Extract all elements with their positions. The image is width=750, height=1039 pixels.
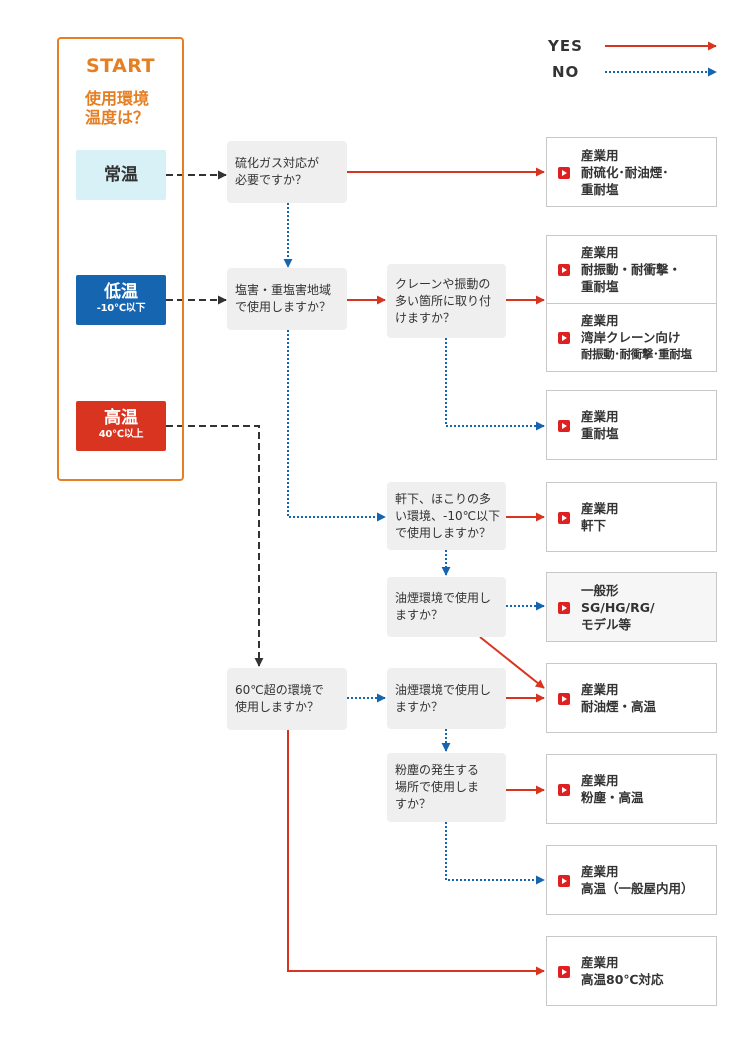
arrow-high-q6 [166,425,264,667]
play-icon [558,332,570,344]
play-icon [558,512,570,524]
question-salt-damage: 塩害・重塩害地域 で使用しますか？ [227,268,347,330]
question-line: 必要ですか？ [235,173,308,187]
play-icon [558,875,570,887]
result-heavy-salt[interactable]: 産業用 重耐塩 [546,390,717,460]
temp-high-label: 高温 [104,408,138,428]
result-line: 重耐塩 [581,181,619,197]
question-line: 油煙環境で使用し [395,682,492,697]
result-eaves[interactable]: 産業用 軒下 [546,482,717,552]
question-oil-smoke-1: 油煙環境で使用し ますか？ [387,577,506,637]
question-eaves-dust: 軒下、ほこりの多 い環境、-10℃以下 で使用しますか？ [387,482,506,550]
play-icon [558,602,570,614]
result-line: 耐振動･耐衝撃･重耐塩 [581,347,692,361]
result-line: 耐油煙・高温 [581,699,657,714]
play-icon [558,966,570,978]
start-title: START [85,55,156,77]
result-line: 産業用 [581,773,619,788]
result-high-temp-80c[interactable]: 産業用 高温80℃対応 [546,936,717,1006]
question-line: けますか？ [395,310,456,325]
result-vibration-shock-salt[interactable]: 産業用 耐振動・耐衝撃・ 重耐塩 [546,235,717,304]
temp-low-sub: -10℃以下 [96,303,146,314]
temp-low-option[interactable]: 低温 -10℃以下 [76,275,166,325]
question-line: い環境、-10℃以下 [395,508,501,523]
question-line: すか？ [395,797,432,811]
question-line: 多い箇所に取り付 [395,293,492,308]
result-line: 湾岸クレーン向け [581,330,681,345]
result-line: 高温（一般屋内用） [581,881,694,896]
arrow-q3-r4 [445,338,545,431]
result-line: モデル等 [581,616,632,632]
result-line: 産業用 [581,409,619,424]
result-line: 産業用 [581,955,619,970]
start-panel: START 使用環境 温度は？ [57,37,184,481]
play-icon [558,420,570,432]
temp-low-label: 低温 [104,282,138,302]
result-line: 産業用 [581,501,619,516]
arrow-q5-r7 [479,636,545,689]
play-icon [558,784,570,796]
result-line: 耐振動・耐衝撃・ [581,262,682,277]
legend-no-label: NO [552,63,580,81]
question-line: クレーンや振動の [395,276,491,291]
question-crane-vibration: クレーンや振動の 多い箇所に取り付 けますか？ [387,264,506,338]
play-icon [558,693,570,705]
arrow-q2-q4 [287,330,386,522]
result-line: 粉塵・高温 [581,790,644,805]
result-dust-high-temp[interactable]: 産業用 粉塵・高温 [546,754,717,824]
temp-normal-label: 常温 [104,165,138,185]
temp-high-sub: 40℃以上 [98,429,144,440]
start-question-line: 温度は？ [85,108,150,127]
result-line: 産業用 [581,147,619,163]
play-icon [558,167,570,179]
start-question-line: 使用環境 [85,89,150,108]
result-line: 産業用 [581,864,619,879]
question-line: 粉塵の発生する [395,763,480,777]
question-line: で使用しますか？ [235,300,332,314]
question-line: 使用しますか？ [235,700,320,714]
question-dust: 粉塵の発生する 場所で使用しま すか？ [387,753,506,822]
question-line: ますか？ [395,699,444,714]
question-line: 軒下、ほこりの多 [395,491,492,506]
result-harbor-crane[interactable]: 産業用 湾岸クレーン向け 耐振動･耐衝撃･重耐塩 [546,303,717,372]
result-line: 産業用 [581,245,619,260]
result-general-type[interactable]: 一般形 SG/HG/RG/ モデル等 [546,572,717,642]
result-high-temp-indoor[interactable]: 産業用 高温（一般屋内用） [546,845,717,915]
result-line: SG/HG/RG/ [581,599,655,615]
legend-yes-label: YES [548,37,583,55]
play-icon [558,264,570,276]
result-oil-smoke-high-temp[interactable]: 産業用 耐油煙・高温 [546,663,717,733]
result-line: 高温80℃対応 [581,972,664,987]
temp-high-option[interactable]: 高温 40℃以上 [76,401,166,451]
question-line: 油煙環境で使用し [395,591,492,605]
result-line: 一般形 [581,582,619,598]
question-line: 場所で使用しま [395,780,480,794]
arrow-q6-r10 [287,730,545,976]
question-sulfide-gas: 硫化ガス対応が 必要ですか？ [227,141,347,203]
result-line: 重耐塩 [581,426,619,441]
question-line: ますか？ [395,608,444,622]
question-oil-smoke-2: 油煙環境で使用し ますか？ [387,668,506,729]
question-line: 硫化ガス対応が [235,156,320,170]
start-question: 使用環境 温度は？ [85,89,149,127]
question-line: 60℃超の環境で [235,683,324,697]
question-over-60c: 60℃超の環境で 使用しますか？ [227,668,347,730]
result-line: 産業用 [581,682,619,697]
result-line: 重耐塩 [581,279,619,294]
temp-normal-option[interactable]: 常温 [76,150,166,200]
result-sulfide-oil-salt[interactable]: 産業用 耐硫化･耐油煙･ 重耐塩 [546,137,717,207]
result-line: 耐硫化･耐油煙･ [581,164,669,180]
result-line: 産業用 [581,313,619,328]
question-line: 塩害・重塩害地域 [235,283,332,297]
question-line: で使用しますか？ [395,525,492,540]
result-line: 軒下 [581,518,607,533]
arrow-q8-r9 [445,822,545,885]
